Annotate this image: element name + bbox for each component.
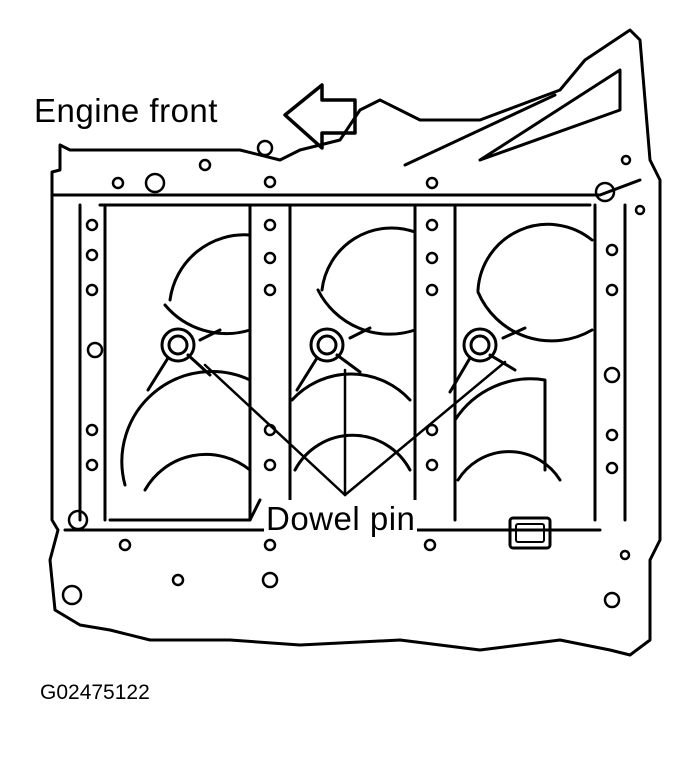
bore-top-2b xyxy=(316,288,417,336)
figure-code: G02475122 xyxy=(40,681,150,704)
column-2 xyxy=(248,203,292,522)
column-3 xyxy=(413,203,457,522)
top-ridge xyxy=(403,93,557,167)
leader-line-3 xyxy=(343,360,507,497)
column-4 xyxy=(593,203,627,522)
bore-bot-1 xyxy=(120,370,252,487)
dowel-pin-label: Dowel pin xyxy=(264,500,418,538)
square-pad xyxy=(508,516,552,550)
dowel-pin-1 xyxy=(146,327,222,392)
bore-bot-3 xyxy=(453,377,547,472)
right-rib xyxy=(478,68,622,162)
bore-bot-3b xyxy=(456,450,562,482)
engine-front-label: Engine front xyxy=(34,92,218,129)
lower-rail-2 xyxy=(108,498,262,522)
bore-top-2 xyxy=(320,226,417,292)
bore-bot-2b xyxy=(293,433,412,472)
dowel-pin-2 xyxy=(295,326,372,392)
arrow-left-icon xyxy=(283,83,357,150)
top-rail xyxy=(50,178,642,197)
bore-bot-2 xyxy=(290,372,412,402)
block-outline xyxy=(48,28,662,657)
dowel-pin-3 xyxy=(448,326,527,394)
column-1 xyxy=(78,203,107,522)
bore-top-3b xyxy=(476,290,594,343)
bore-bot-1b xyxy=(143,452,252,492)
bolt-holes xyxy=(61,139,646,609)
bore-top-3 xyxy=(476,222,594,292)
bore-top-1 xyxy=(168,233,252,302)
bore-top-1b xyxy=(163,303,252,336)
